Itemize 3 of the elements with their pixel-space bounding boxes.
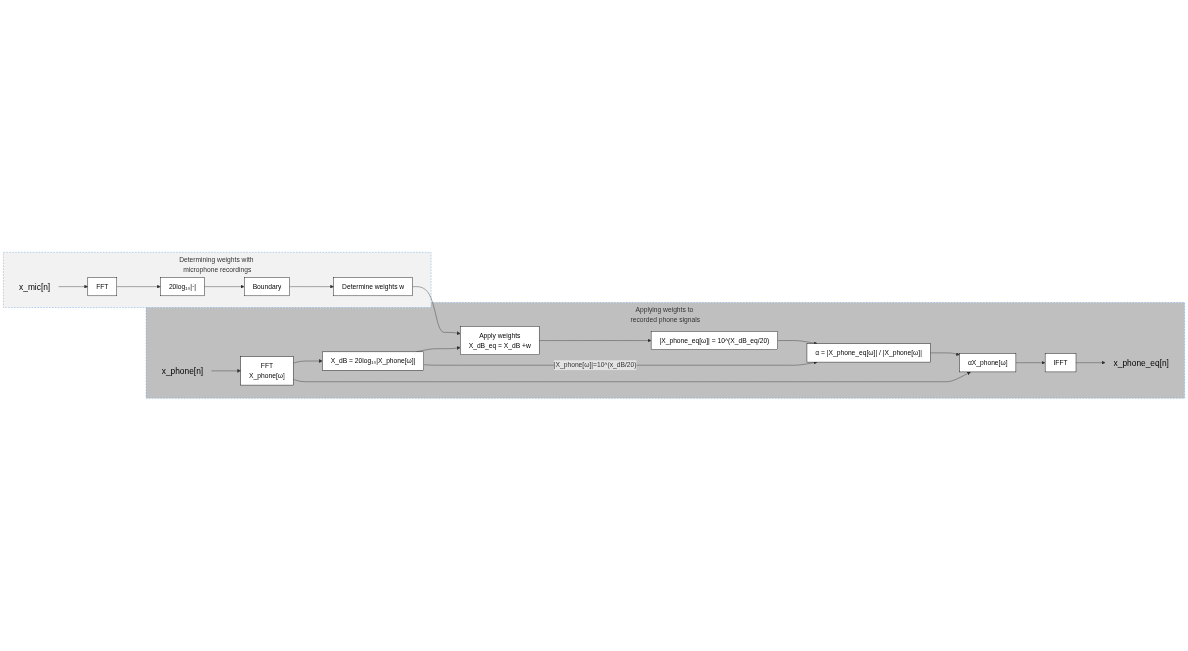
node-text: x_phone[n]	[161, 366, 204, 376]
node-text: x_mic[n]	[19, 282, 51, 292]
node-text: x_phone_eq[n]	[1113, 358, 1169, 368]
